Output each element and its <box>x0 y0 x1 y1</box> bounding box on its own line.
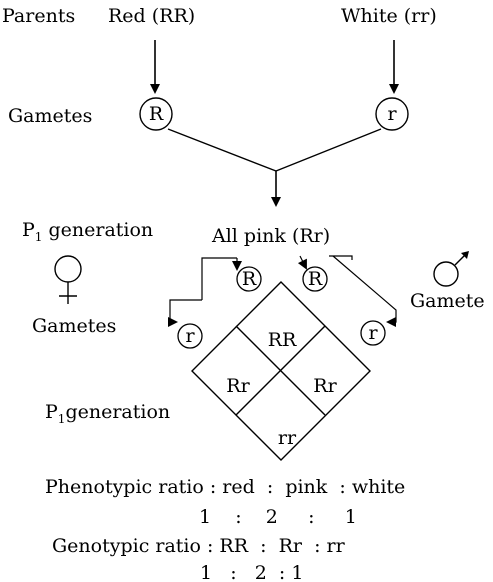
arrow-right-upper-gamete <box>297 255 307 270</box>
gamete-right-upper-circle <box>302 266 328 292</box>
gamete-r-text: r <box>387 103 397 125</box>
gametes-top-label: Gametes <box>8 105 92 127</box>
cell-right: Rr <box>313 375 337 397</box>
f1-result-text: All pink (Rr) <box>211 225 330 247</box>
fusion-line-right <box>275 128 382 172</box>
arrow-left-lower-gamete <box>168 299 202 327</box>
cell-left: Rr <box>226 375 250 397</box>
arrow-right-lower-gamete <box>332 255 397 327</box>
phenotypic-ratio-line: Phenotypic ratio : red : pink : white <box>45 476 405 498</box>
phenotypic-ratio-values: 1 : 2 : 1 <box>199 506 357 528</box>
female-symbol-icon <box>54 255 82 304</box>
bracket-right-upper <box>329 255 353 260</box>
parent-white: White (rr) <box>341 5 437 27</box>
f1-generation-label: P1 generation <box>22 219 153 244</box>
punnett-square <box>191 281 371 461</box>
gamete-left-upper-text: R <box>242 268 257 290</box>
bracket-left-upper <box>201 257 237 300</box>
parent-red: Red (RR) <box>108 5 195 27</box>
male-gamete-label: Gamete <box>410 290 485 312</box>
genotypic-ratio-line: Genotypic ratio : RR : Rr : rr <box>52 535 346 557</box>
gamete-left-lower-text: r <box>185 325 195 347</box>
gamete-right-lower-text: r <box>368 322 378 344</box>
f2-generation-label: P1generation <box>45 401 170 426</box>
gamete-right-lower-circle <box>360 320 386 346</box>
parents-label: Parents <box>2 5 75 27</box>
gamete-left-upper-circle <box>236 266 262 292</box>
cell-bottom: rr <box>278 427 297 449</box>
female-gametes-label: Gametes <box>32 315 116 337</box>
genotypic-ratio-values: 1 : 2 : 1 <box>200 562 303 582</box>
gamete-right-upper-text: R <box>308 268 323 290</box>
male-symbol-icon <box>433 251 469 287</box>
cell-top: RR <box>268 329 297 351</box>
gamete-circle-R <box>139 97 173 131</box>
fusion-line-left <box>167 128 277 172</box>
gamete-circle-r <box>375 97 409 131</box>
gamete-left-lower-circle <box>177 323 203 349</box>
gamete-R-text: R <box>149 103 164 125</box>
